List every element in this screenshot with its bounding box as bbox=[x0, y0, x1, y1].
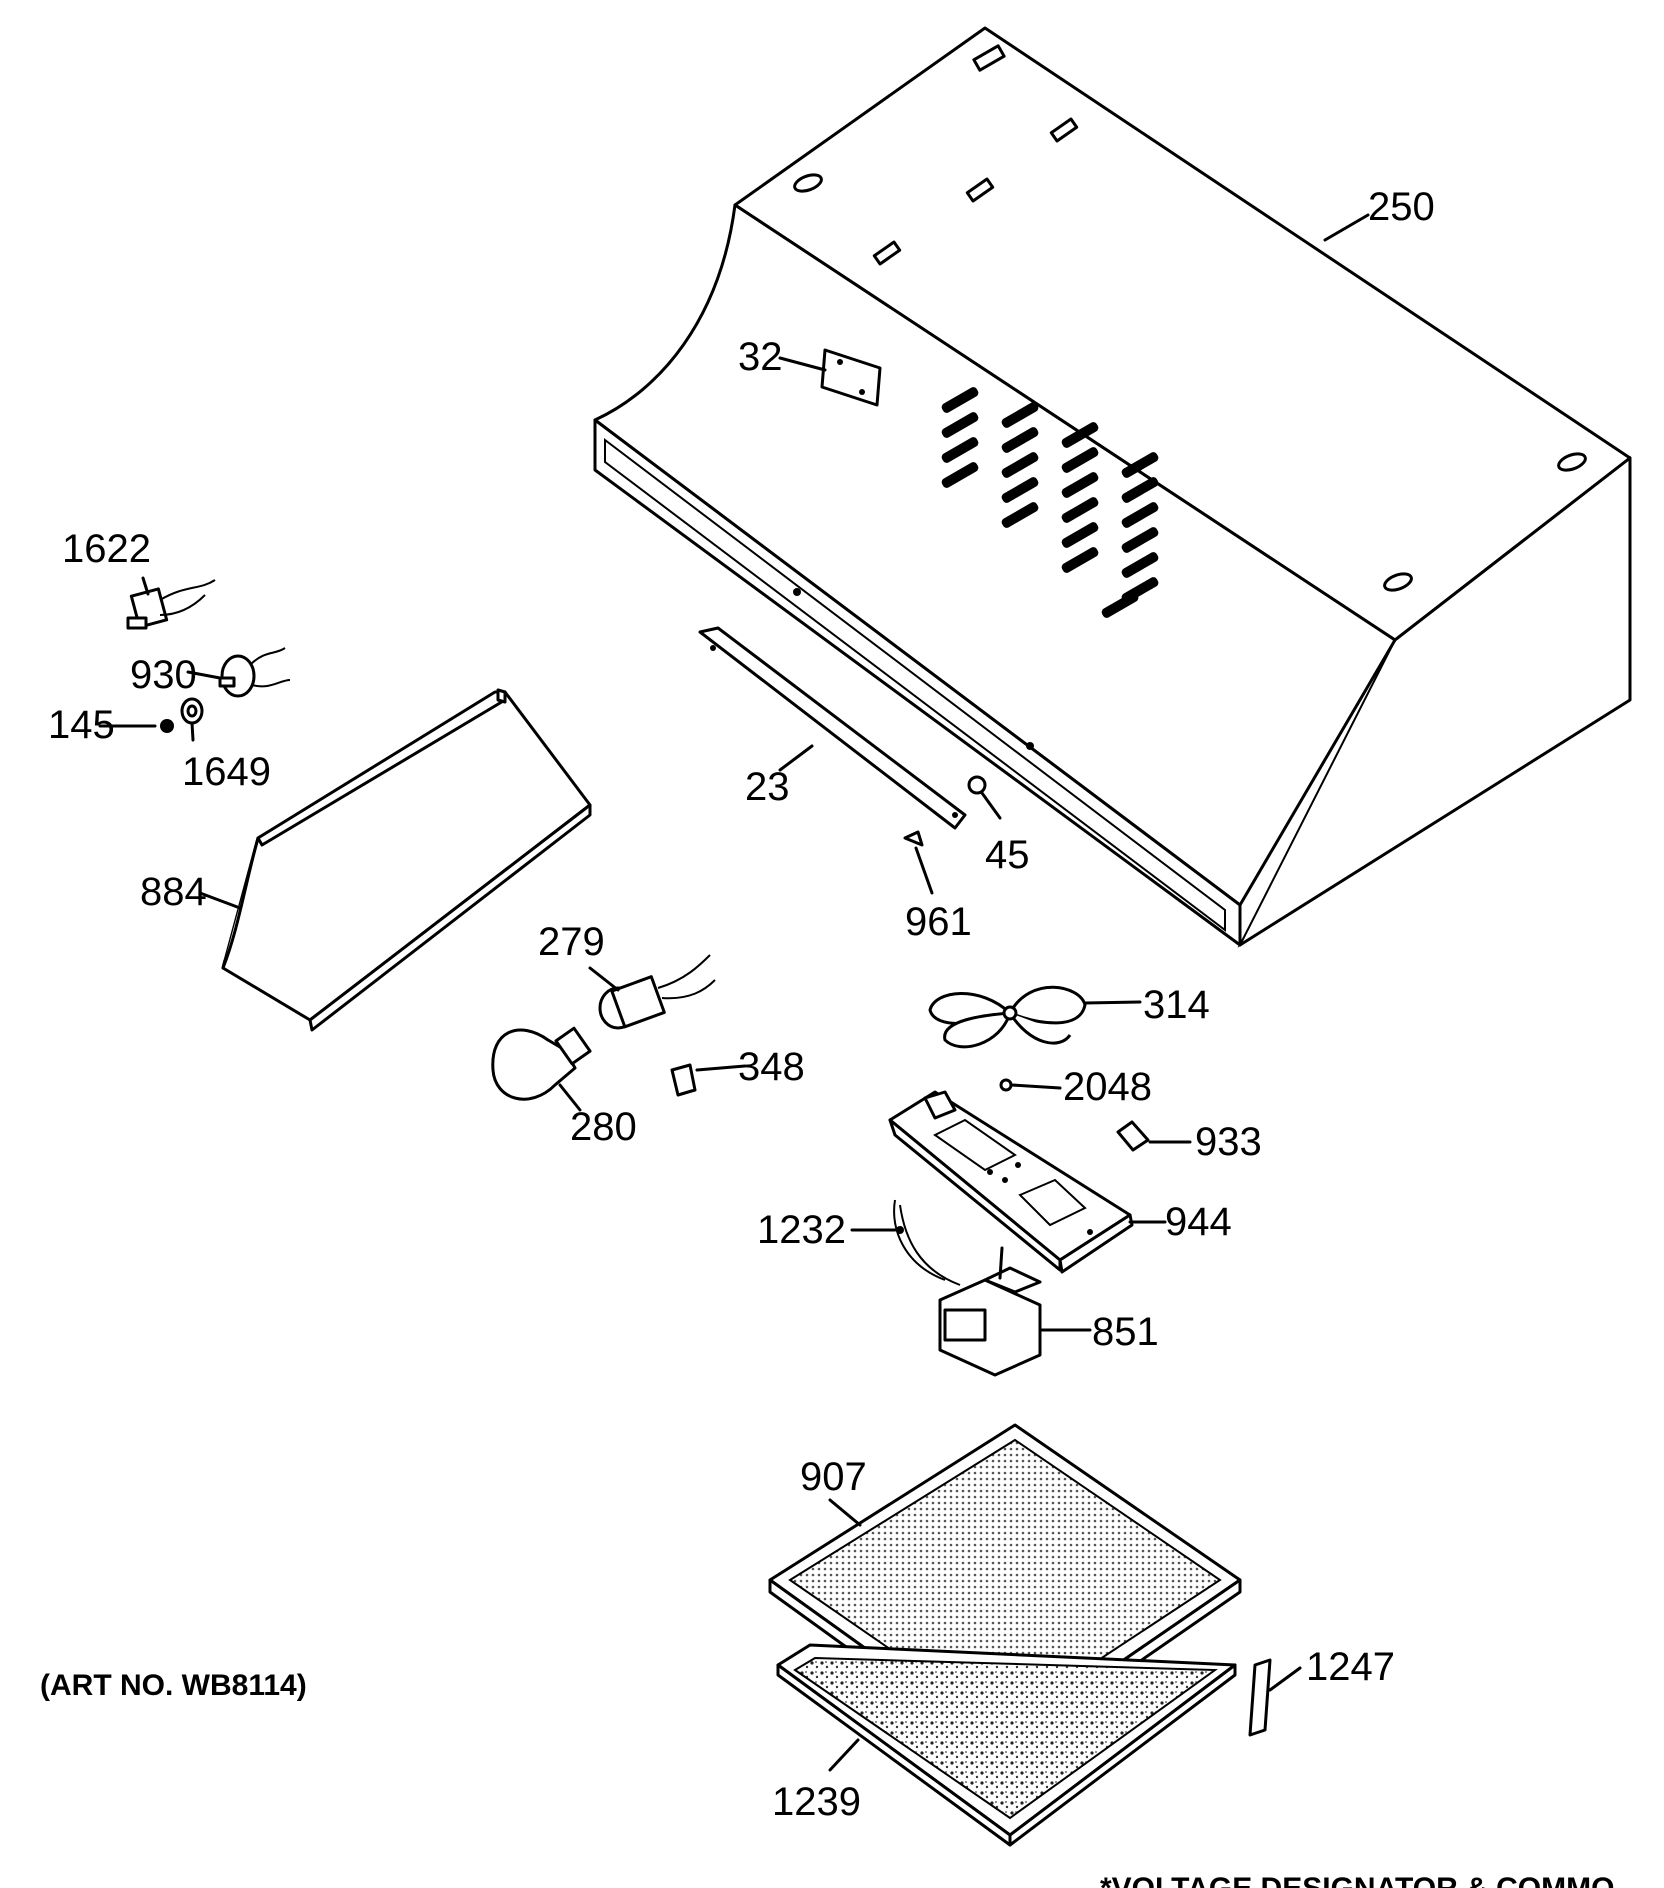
voltage-note: *VOLTAGE DESIGNATOR & COMMO bbox=[1100, 1872, 1614, 1888]
label-1247: 1247 bbox=[1306, 1645, 1395, 1689]
vent-grille bbox=[941, 387, 1159, 618]
lamp-socket bbox=[598, 954, 716, 1030]
label-145: 145 bbox=[48, 703, 115, 747]
fan-nut bbox=[999, 1078, 1013, 1092]
nut bbox=[967, 775, 987, 795]
clip bbox=[670, 1063, 697, 1097]
label-930: 930 bbox=[130, 653, 197, 697]
label-23: 23 bbox=[745, 765, 790, 809]
label-45: 45 bbox=[985, 833, 1030, 877]
washer bbox=[180, 697, 204, 725]
label-1232: 1232 bbox=[757, 1208, 846, 1252]
label-280: 280 bbox=[570, 1105, 637, 1149]
label-279: 279 bbox=[538, 920, 605, 964]
label-250: 250 bbox=[1368, 185, 1435, 229]
control-switch bbox=[218, 647, 291, 698]
motor-mounting-bracket bbox=[888, 1090, 1134, 1274]
label-961: 961 bbox=[905, 900, 972, 944]
leader-lines bbox=[98, 213, 1370, 1772]
part-labels: 250 32 1622 930 145 1649 884 23 45 961 2… bbox=[48, 185, 1435, 1824]
art-number: (ART NO. WB8114) bbox=[40, 1669, 307, 1702]
fan-blade bbox=[928, 985, 1087, 1049]
label-348: 348 bbox=[738, 1045, 805, 1089]
label-1239: 1239 bbox=[772, 1780, 861, 1824]
label-944: 944 bbox=[1165, 1200, 1232, 1244]
label-851: 851 bbox=[1092, 1310, 1159, 1354]
label-907: 907 bbox=[800, 1455, 867, 1499]
label-884: 884 bbox=[140, 870, 207, 914]
label-2048: 2048 bbox=[1063, 1065, 1152, 1109]
label-1649: 1649 bbox=[182, 750, 271, 794]
filter-clip bbox=[1248, 1658, 1272, 1737]
rocker-switch bbox=[126, 579, 216, 630]
charcoal-filter bbox=[776, 1643, 1237, 1847]
terminal-plate bbox=[820, 348, 882, 407]
label-32: 32 bbox=[738, 335, 783, 379]
control-panel bbox=[221, 688, 592, 1032]
label-1622: 1622 bbox=[62, 527, 151, 571]
screw bbox=[903, 830, 924, 847]
mounting-bracket-strip bbox=[698, 626, 967, 830]
fan-motor bbox=[893, 1199, 1042, 1377]
label-314: 314 bbox=[1143, 983, 1210, 1027]
light-bulb bbox=[491, 1026, 592, 1101]
knob-dot bbox=[160, 719, 174, 733]
label-933: 933 bbox=[1195, 1120, 1262, 1164]
speed-clip bbox=[1116, 1120, 1150, 1152]
range-hood-body bbox=[593, 26, 1632, 948]
